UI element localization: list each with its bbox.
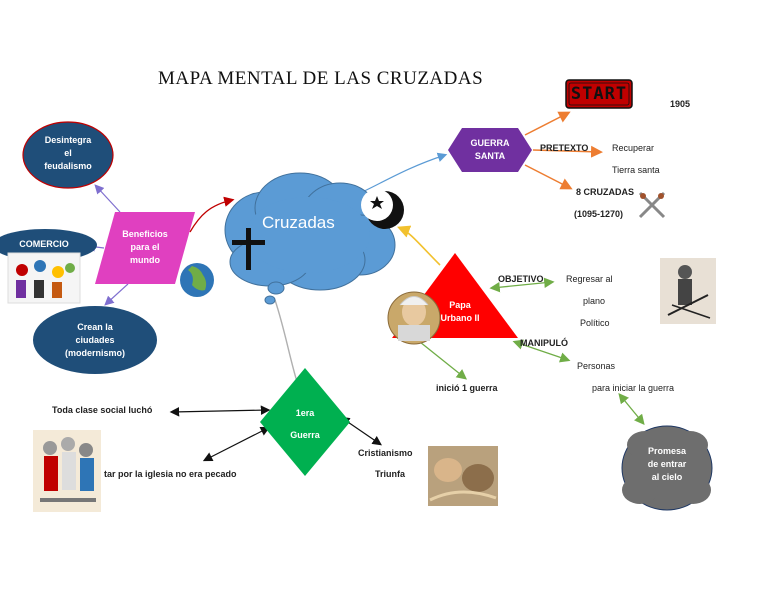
pretexto-label: PRETEXTO (540, 143, 589, 153)
primera-guerra-label: 1era Guerra (290, 408, 320, 440)
objetivo-line-2: plano (583, 296, 606, 306)
cristianismo-line-1: Cristianismo (358, 448, 413, 458)
cristianismo-line-2: Triunfa (375, 469, 406, 479)
connector-beneficios-desintegra (94, 184, 121, 213)
connector-beneficios-cloud (189, 196, 235, 233)
desintegra-ellipse (22, 121, 114, 189)
manipulo-line-2: para iniciar la guerra (592, 383, 675, 393)
objetivo-label: OBJETIVO (498, 274, 544, 284)
connector-guerra-cruzadas (524, 164, 573, 190)
guerra-santa-label: GUERRA SANTA (470, 138, 510, 161)
connector-papa-objetivo (489, 277, 555, 293)
desintegra-label: Desintegra el feudalismo (44, 135, 92, 171)
inicio-label: inició 1 guerra (436, 383, 498, 393)
cruzadas-cloud (224, 172, 396, 305)
cruzadas-years: (1095-1270) (574, 209, 624, 219)
pope-portrait (387, 291, 441, 345)
objetivo-line-1: Regresar al (566, 274, 613, 284)
ciudades-label: Crean la ciudades (modernismo) (64, 322, 125, 358)
comercio-label: COMERCIO (19, 239, 69, 249)
fresco-picture (428, 446, 498, 506)
crossed-swords-icon (638, 191, 666, 219)
beneficios-label: Beneficios para el mundo (122, 229, 168, 265)
knights-picture (33, 430, 101, 512)
connector-guerra-start (524, 111, 571, 136)
globe-icon (180, 263, 214, 297)
pecado-label: tar por la iglesia no era pecado (104, 469, 237, 479)
connector-cloud-primera (274, 299, 299, 386)
ciudades-ellipse (33, 306, 157, 374)
promesa-cloud (621, 425, 713, 511)
pretexto-value-1: Recuperar (612, 143, 655, 153)
connector-primera-toda (169, 405, 271, 417)
page-title: MAPA MENTAL DE LAS CRUZADAS (158, 68, 484, 89)
start-year: 1905 (670, 99, 691, 109)
beneficios-parallelogram (95, 212, 195, 284)
connector-papa-manipulo (512, 339, 571, 363)
comercio-picture (7, 252, 81, 304)
primera-guerra-diamond (260, 368, 350, 476)
papa-label: Papa Urbano II (440, 300, 480, 323)
toda-clase-label: Toda clase social luchó (52, 405, 153, 415)
connector-guerra-pretexto (532, 145, 603, 158)
center-label: Cruzadas (262, 213, 335, 232)
start-label: START (570, 84, 628, 104)
promesa-label: Promesa de entrar al cielo (647, 446, 687, 482)
guerra-santa-hexagon (448, 128, 532, 172)
cross-icon (232, 228, 265, 270)
pretexto-value-2: Tierra santa (612, 165, 660, 175)
start-badge (565, 79, 633, 109)
connector-primera-pecado (202, 426, 271, 462)
connector-papa-inicio (419, 341, 468, 380)
manipulo-label: MANIPULÓ (520, 338, 568, 348)
cruzadas-count: 8 CRUZADAS (576, 187, 635, 197)
objetivo-line-3: Político (580, 318, 610, 328)
connector-manipulo-promesa (618, 392, 645, 426)
crusader-figure-picture (660, 258, 716, 324)
connector-papa-cloud (397, 225, 441, 266)
connector-beneficios-ciudades (104, 283, 129, 306)
manipulo-line-1: Personas (577, 361, 616, 371)
crescent-star-icon (361, 189, 404, 229)
